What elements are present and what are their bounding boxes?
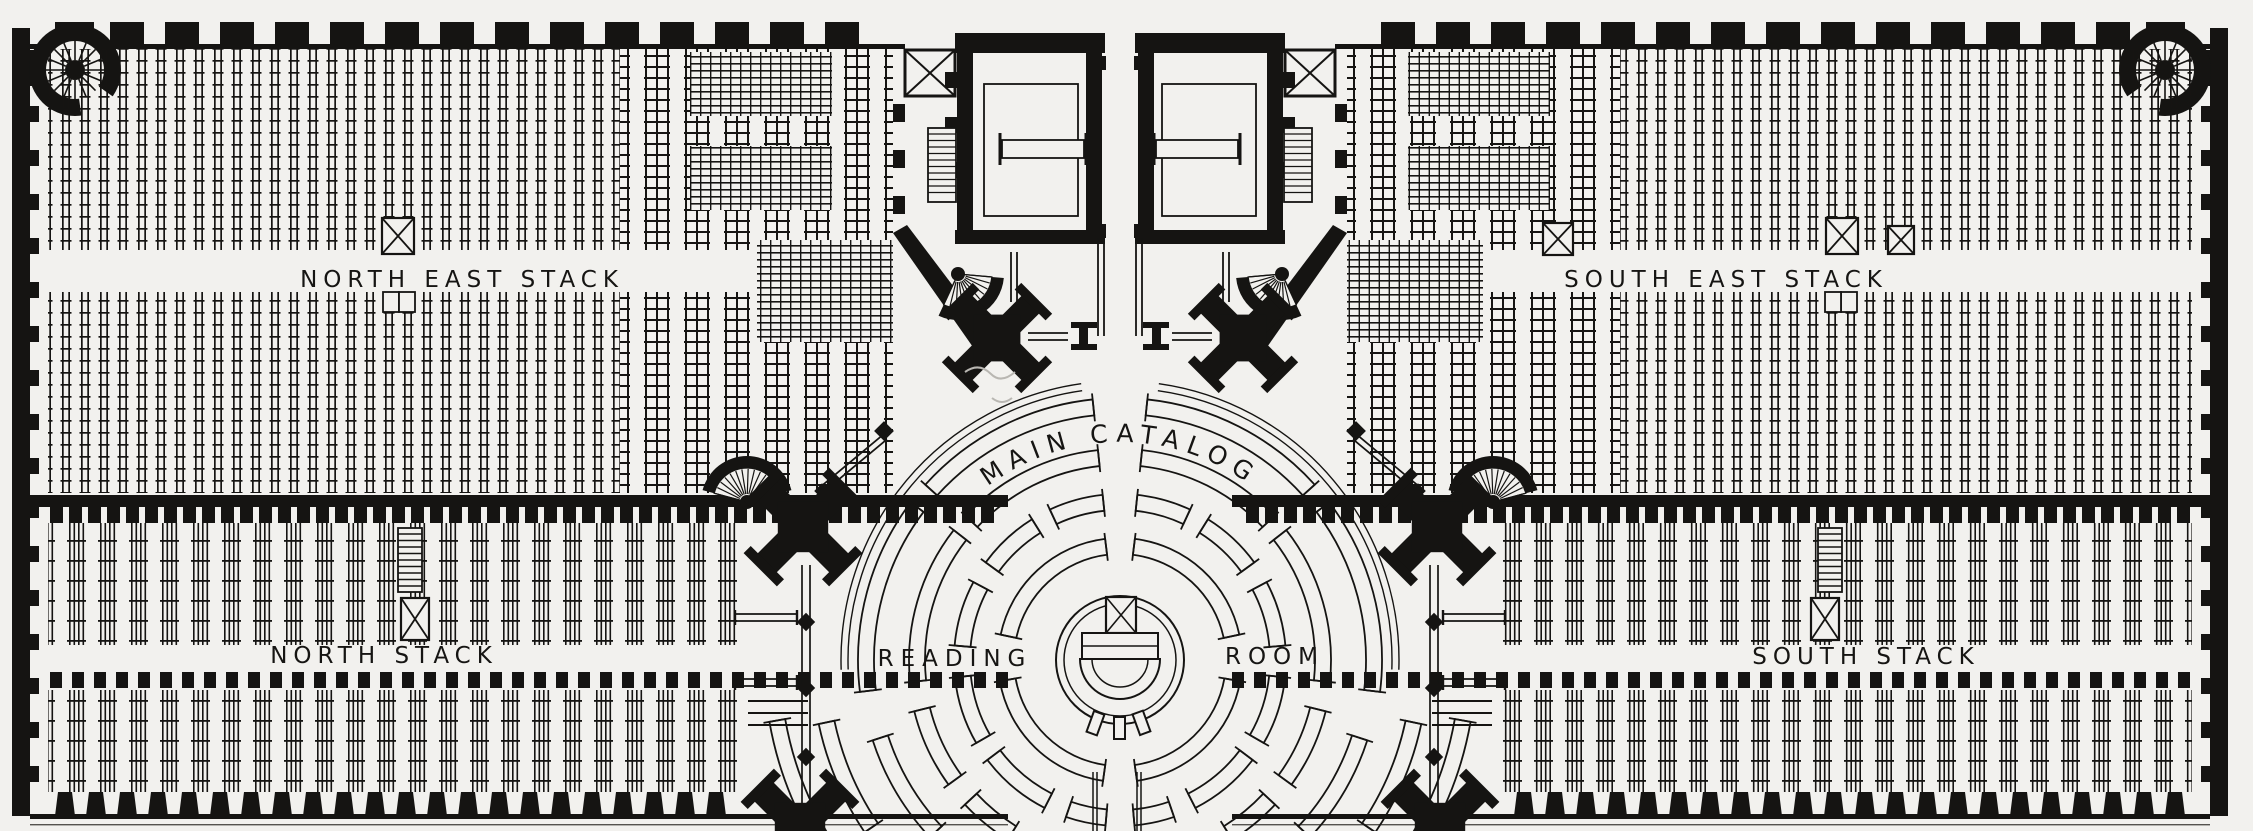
south-stack-label: SOUTH STACK — [1752, 644, 1980, 670]
west-wing-geometry — [12, 12, 1106, 831]
stair-run-icon — [927, 127, 957, 203]
central-circulation-desk — [1055, 595, 1185, 831]
elevator-shaft-icon — [399, 596, 431, 642]
east-wing-extra-symbols — [1541, 221, 1916, 257]
reading-room-label-left: READING — [878, 646, 1033, 672]
south-east-stack-label: SOUTH EAST STACK — [1564, 267, 1888, 293]
elevator-shaft-icon — [380, 216, 416, 256]
north-stack-label: NORTH STACK — [270, 643, 498, 669]
north-east-stack-label: NORTH EAST STACK — [300, 267, 624, 293]
elevator-shaft-icon — [1104, 595, 1138, 635]
masonry-pier-cluster — [743, 467, 863, 587]
stair-run-icon — [397, 527, 423, 593]
curator-room — [903, 33, 1106, 350]
elevator-shaft-icon — [1541, 221, 1575, 257]
reading-room-label-right: ROOM — [1225, 644, 1325, 670]
long-table — [998, 133, 1088, 165]
masonry-pier-cluster — [941, 282, 1053, 394]
elevator-shaft-icon — [1886, 224, 1916, 256]
